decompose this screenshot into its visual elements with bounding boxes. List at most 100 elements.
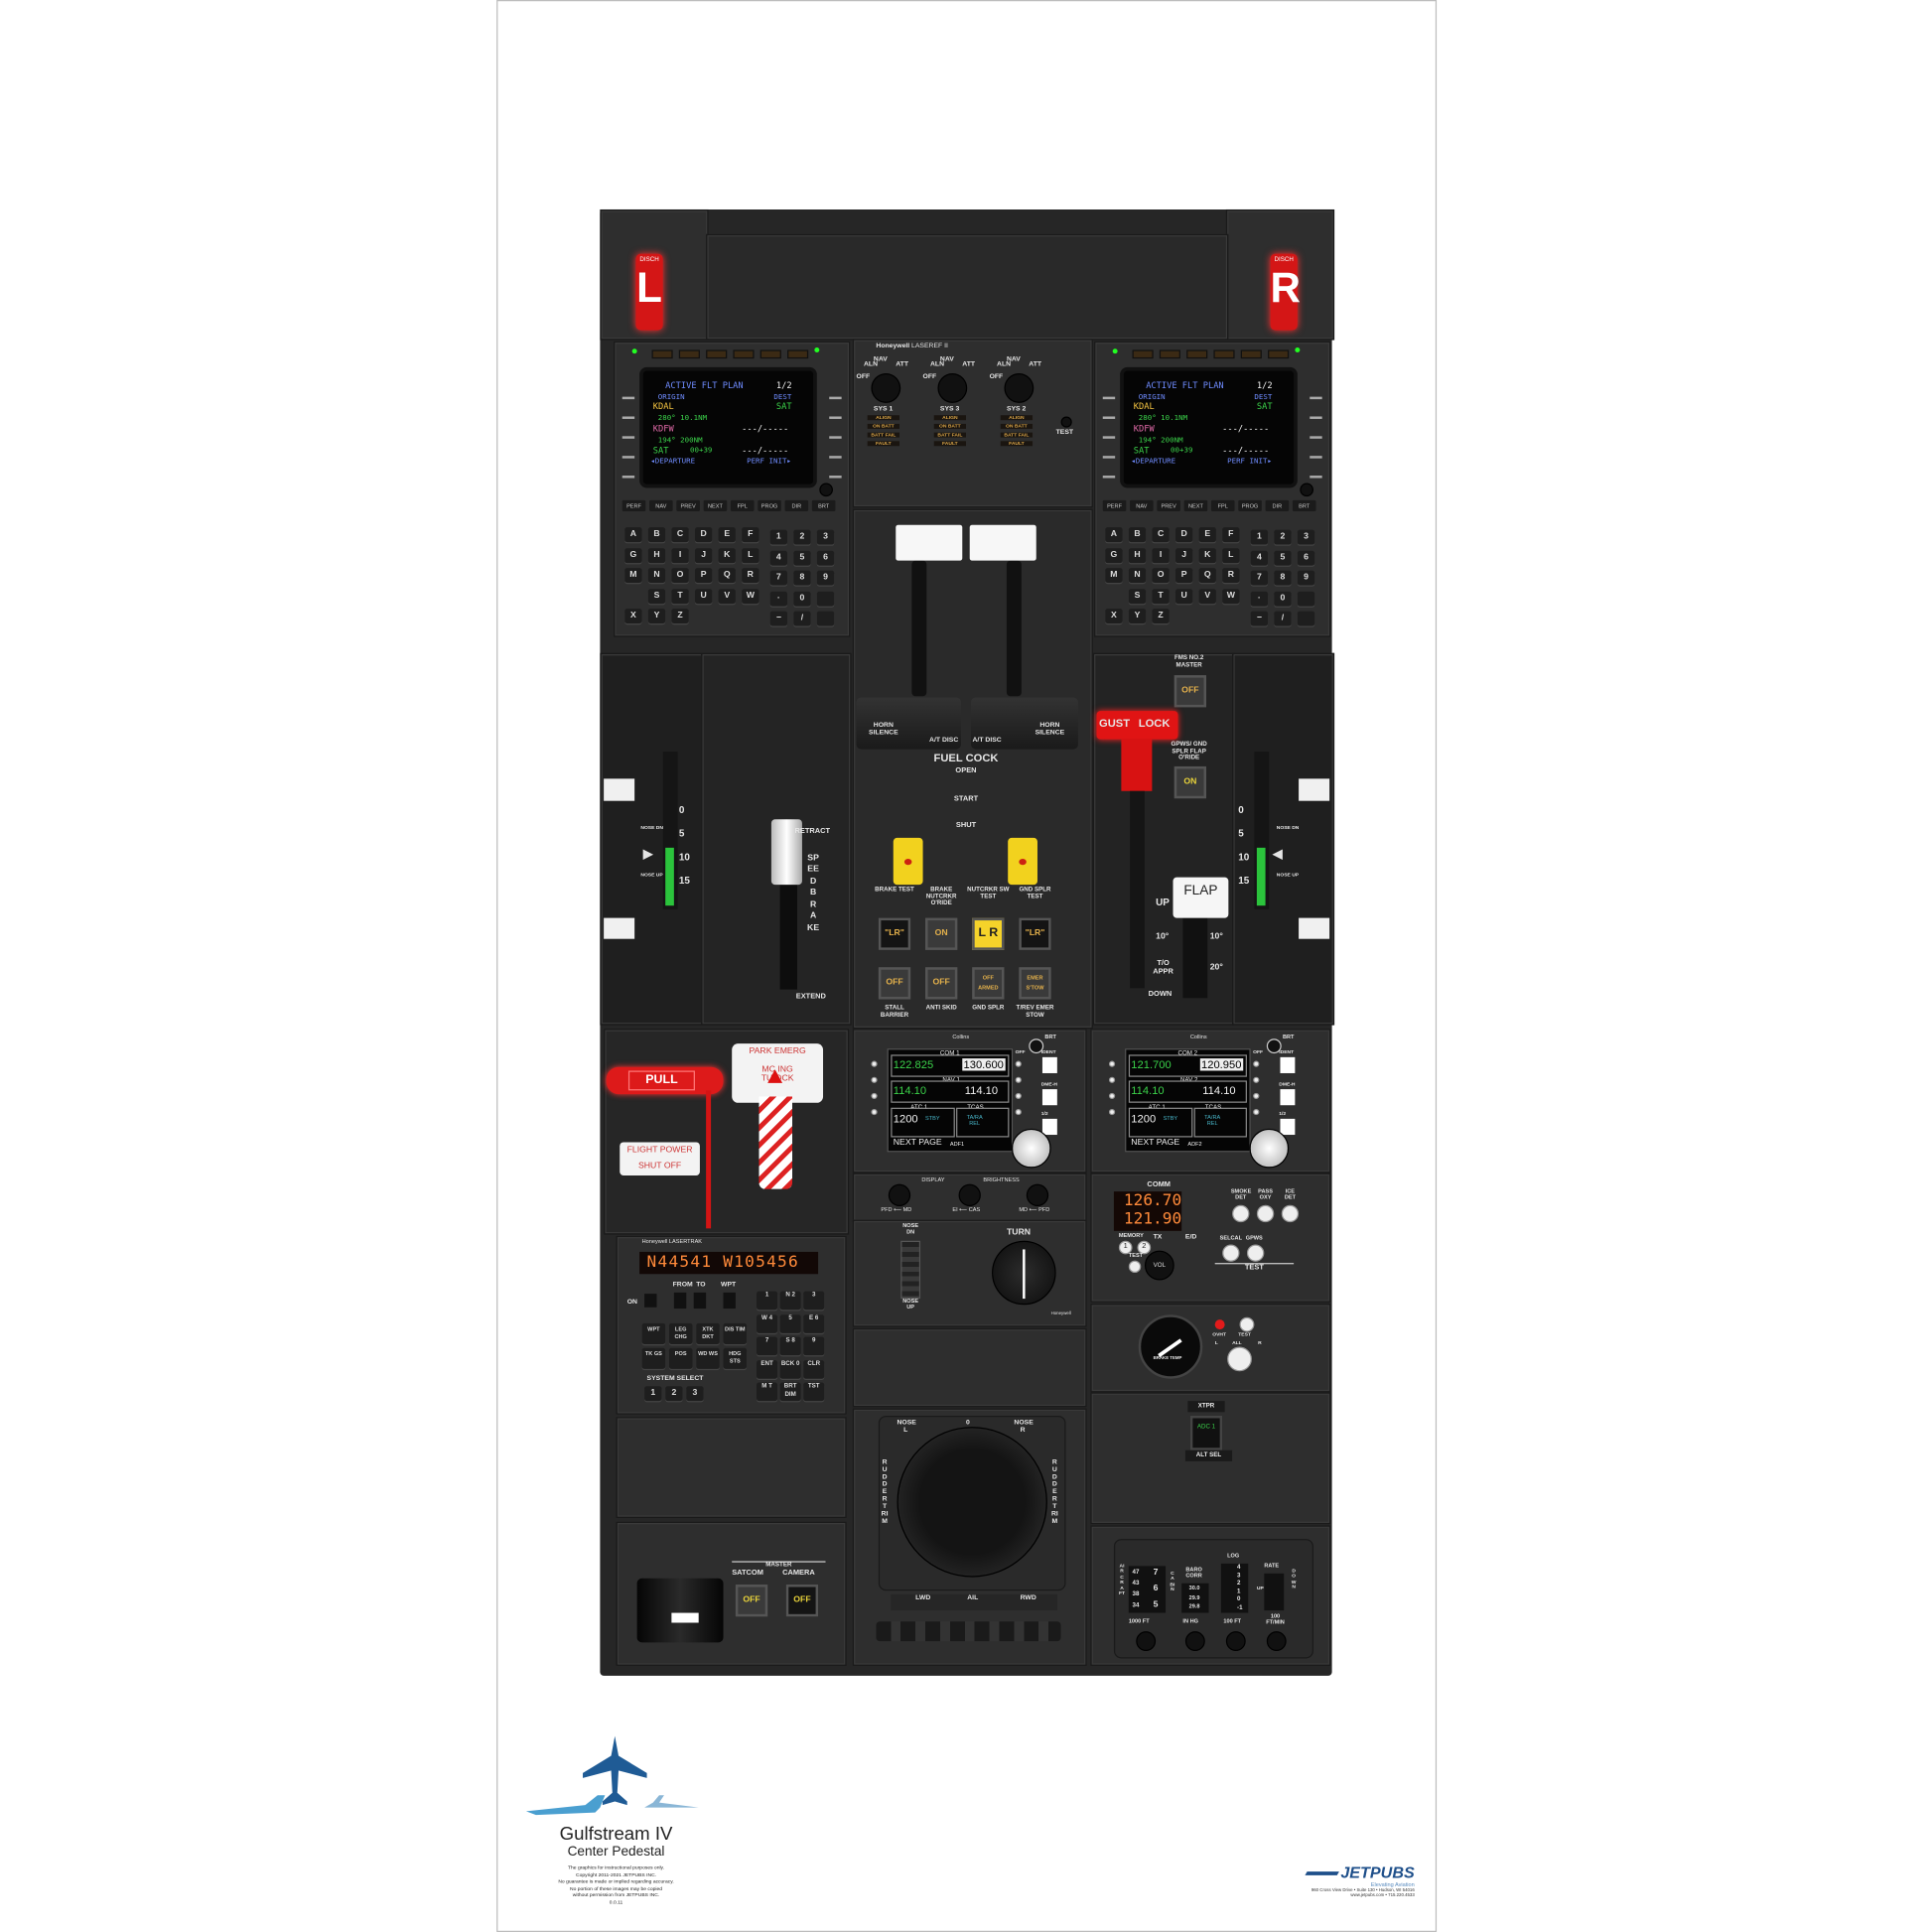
fms-key-t[interactable]: T [671,588,689,604]
lasertrak-key[interactable]: LEG CHG [668,1322,693,1345]
fms-key-i[interactable]: I [1152,547,1170,563]
fms-key-u[interactable]: U [694,588,713,604]
line-select-key-right[interactable] [829,476,842,479]
fms-key-num[interactable]: 4 [1250,550,1269,566]
selcal-test-button[interactable] [1222,1244,1240,1262]
flight-power-pull-handle[interactable]: PULL [606,1066,724,1095]
lasertrak-keypad-key[interactable]: BCK 0 [779,1359,801,1379]
fms-key-k[interactable]: K [1198,547,1216,563]
lasertrak-keypad-key[interactable]: N 2 [779,1291,801,1311]
brightness-knob[interactable] [819,483,833,497]
fms-key-num[interactable] [1297,591,1315,606]
flap-handle[interactable]: FLAP [1173,877,1229,918]
line-select-key-left[interactable] [1102,456,1116,459]
log-knob[interactable] [1225,1631,1246,1652]
fms-key-n[interactable]: N [647,568,666,584]
system-select-2[interactable]: 2 [665,1386,683,1402]
right-fire-handle[interactable]: DISCH R [1270,253,1301,331]
fms-key-v[interactable]: V [718,588,736,604]
fms-function-key[interactable]: PROG [758,499,781,512]
fms-function-key[interactable]: PREV [676,499,700,512]
fms-function-key[interactable]: FPL [1210,499,1235,512]
fms-key-q[interactable]: Q [1198,568,1216,584]
fms-key-h[interactable]: H [647,547,666,563]
fms-function-key[interactable]: PERF [1102,499,1127,512]
fms-key-num[interactable]: 1 [1250,529,1269,545]
display-knob-1[interactable] [888,1183,911,1207]
line-select-key-right[interactable] [829,436,842,439]
fms-key-s[interactable]: S [1128,588,1147,604]
half-button[interactable] [1280,1118,1296,1136]
lasertrak-key[interactable]: WD WS [696,1347,720,1369]
fms-function-key[interactable]: PREV [1157,499,1180,512]
fms-key-num[interactable]: / [1274,611,1292,626]
line-select-key-right[interactable] [829,456,842,459]
fms-key-num[interactable]: 3 [816,529,835,545]
rate-knob[interactable] [1266,1631,1287,1652]
fms-key-d[interactable]: D [1174,527,1193,543]
left-pitch-trim-wheel[interactable] [600,652,704,1026]
gpws-test-button[interactable] [1246,1244,1265,1262]
lasertrak-keypad-key[interactable]: W 4 [757,1313,778,1333]
brightness-knob[interactable] [1300,483,1313,497]
fms-key-num[interactable]: 8 [793,570,811,586]
lasertrak-keypad-key[interactable]: BRT DIM [779,1382,801,1402]
line-select-left[interactable] [1108,1060,1116,1067]
smoke-det-test-button[interactable] [1232,1204,1250,1223]
fms-key-n[interactable]: N [1128,568,1147,584]
lasertrak-keypad-key[interactable]: ENT [757,1359,778,1379]
aircraft-altitude-knob[interactable] [1136,1631,1157,1652]
fms-key-b[interactable]: B [1128,527,1147,543]
fms-key-o[interactable]: O [1152,568,1170,584]
fms-key-a[interactable]: A [1105,527,1123,543]
satcom-switch[interactable]: OFF [735,1585,768,1617]
fms-key-f[interactable]: F [742,527,759,543]
fms-key-b[interactable]: B [647,527,666,543]
line-select-left[interactable] [1108,1076,1116,1083]
fms-key-num[interactable]: 2 [793,529,811,545]
fms-key-num[interactable]: / [793,611,811,626]
fms-key-num[interactable] [1297,611,1315,626]
fms-key-l[interactable]: L [742,547,759,563]
fms-function-key[interactable]: NEXT [1183,499,1208,512]
line-select-key-left[interactable] [621,476,635,479]
to-button[interactable] [693,1292,707,1310]
left-throttle-knob[interactable] [896,524,963,561]
comm-test-button[interactable] [1128,1260,1142,1274]
lasertrak-key[interactable]: DIS TIM [723,1322,748,1345]
switch-row1-2[interactable]: L R [972,917,1005,950]
fms-key-num[interactable]: 9 [1297,570,1315,586]
line-select-right[interactable] [1015,1076,1022,1083]
ident-button[interactable] [1280,1056,1296,1073]
switch-row2-3[interactable]: EMER S'TOW [1019,967,1051,1000]
line-select-right[interactable] [1253,1092,1260,1100]
fms-key-num[interactable]: 7 [769,570,788,586]
line-select-left[interactable] [871,1060,878,1067]
rudder-trim-knob[interactable] [897,1427,1047,1578]
lasertrak-key[interactable]: XTK DKT [696,1322,720,1345]
rate-selector[interactable] [1264,1573,1285,1611]
fms-key-num[interactable]: 8 [1274,570,1292,586]
fms-key-d[interactable]: D [694,527,713,543]
cockpit-light-knob[interactable] [636,1578,724,1643]
fms-function-key[interactable]: NEXT [703,499,728,512]
fms-key-y[interactable]: Y [647,609,666,623]
line-select-right[interactable] [1253,1076,1260,1083]
line-select-key-left[interactable] [1102,476,1116,479]
fms2-master-switch[interactable]: OFF [1173,675,1207,708]
dmeh-button[interactable] [1041,1089,1057,1106]
fms-key-v[interactable]: V [1198,588,1216,604]
fms-function-key[interactable]: BRT [811,499,836,512]
pass-oxy-test-button[interactable] [1256,1204,1275,1223]
fms-key-num[interactable]: 5 [1274,550,1292,566]
fms-key-o[interactable]: O [671,568,689,584]
fms-key-s[interactable]: S [647,588,666,604]
line-select-key-right[interactable] [829,396,842,400]
right-fuel-cock-lever[interactable] [1008,837,1037,886]
fms-function-key[interactable]: NAV [649,499,673,512]
line-select-key-left[interactable] [1102,396,1116,400]
line-select-key-right[interactable] [1310,456,1322,459]
fms-key-x[interactable]: X [624,609,642,623]
line-select-key-left[interactable] [621,396,635,400]
